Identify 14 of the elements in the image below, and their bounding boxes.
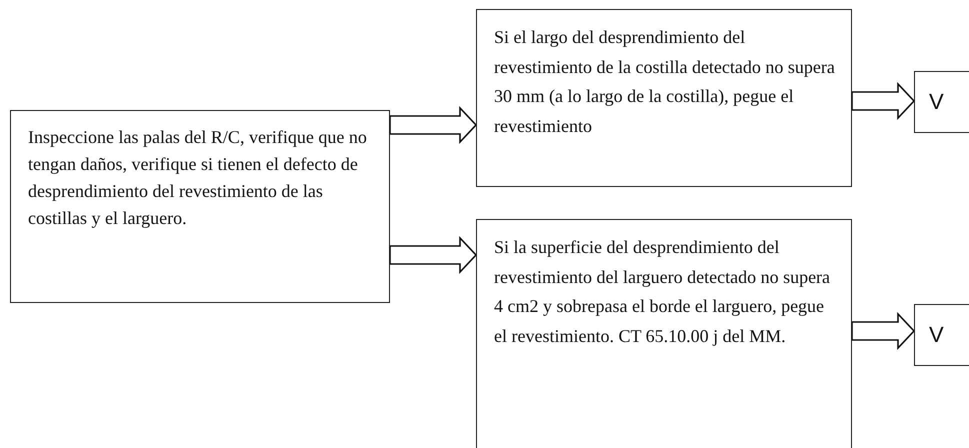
block-arrow bbox=[389, 106, 478, 144]
block-arrow bbox=[851, 312, 916, 350]
process-box bbox=[914, 304, 969, 366]
block-arrow bbox=[389, 236, 478, 274]
block-arrow bbox=[851, 82, 916, 120]
box-text: V bbox=[929, 322, 945, 348]
process-box bbox=[914, 71, 969, 133]
process-box bbox=[10, 110, 390, 303]
box-text: Inspeccione las palas del R/C, verifique que no tengan daños, verifique si tienen el defecto de desprendimiento del revestimiento de las costillas y el larguero. bbox=[28, 126, 368, 230]
box-text: Si el largo del desprendimiento del revestimiento de la costilla detectado no supera 30 mm (a lo largo de la costilla), pegue el revestimiento bbox=[494, 26, 836, 138]
process-box bbox=[476, 219, 852, 448]
process-box bbox=[476, 9, 852, 187]
box-text: V bbox=[929, 89, 945, 115]
box-text: Si la superficie del desprendimiento del revestimiento del larguero detectado no supera 4 cm2 y sobrepasa el borde el larguero, pegue el revestimiento. CT 65.10.00 j del MM. bbox=[494, 236, 832, 348]
